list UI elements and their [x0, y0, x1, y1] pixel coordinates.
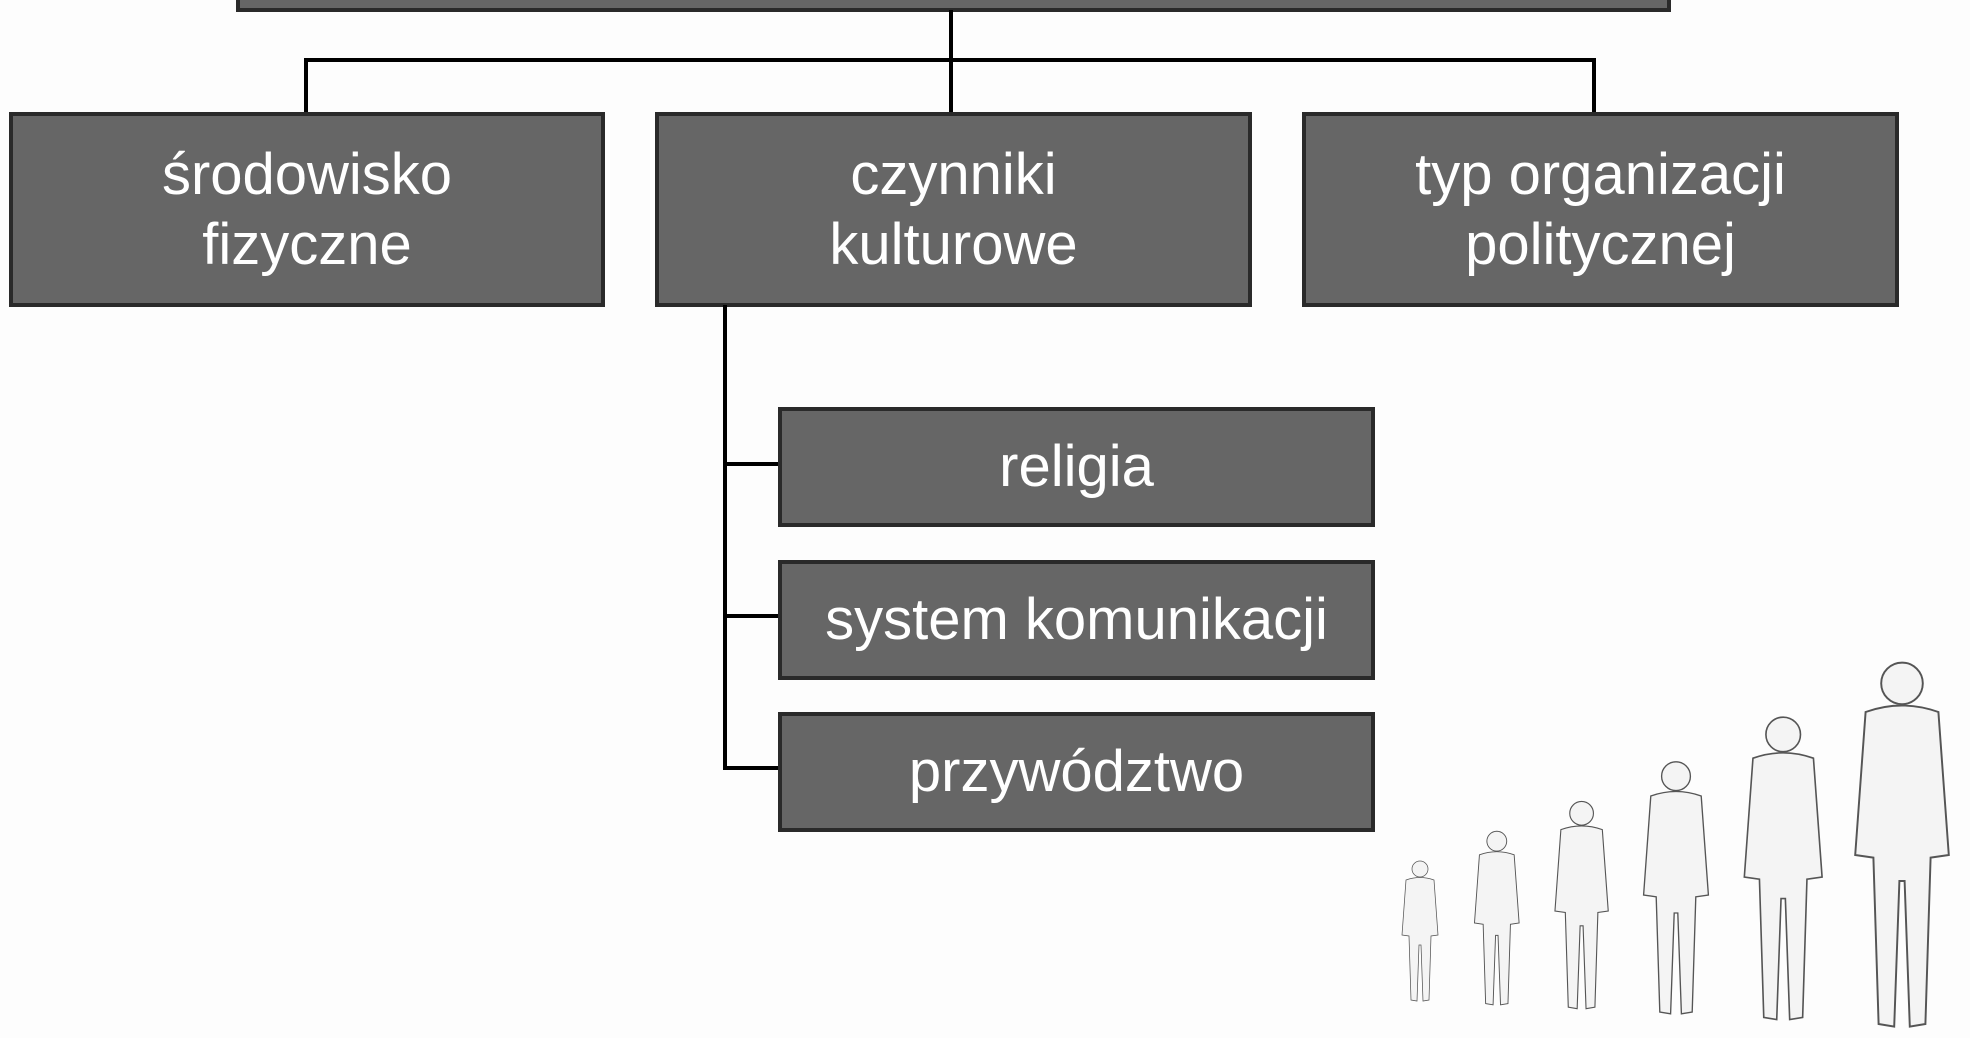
- connector-to-system: [723, 614, 780, 618]
- node-label: system komunikacji: [825, 587, 1328, 653]
- node-label: czynniki kulturowe: [829, 141, 1078, 277]
- connector-to-srodowisko: [304, 58, 308, 114]
- node-system-komunikacji: system komunikacji: [778, 560, 1375, 680]
- node-srodowisko-fizyczne: środowisko fizyczne: [9, 112, 605, 307]
- connector-to-typ: [1592, 58, 1596, 114]
- person-silhouette: [1642, 761, 1710, 1015]
- connector-to-przywodztwo: [723, 766, 780, 770]
- connector-root-vertical: [949, 10, 953, 62]
- person-silhouette: [1473, 830, 1520, 1006]
- person-silhouette: [1854, 661, 1950, 1028]
- node-typ-organizacji-politycznej: typ organizacji politycznej: [1302, 112, 1899, 307]
- connector-to-czynniki: [949, 58, 953, 114]
- node-religia: religia: [778, 407, 1375, 527]
- person-silhouette: [1554, 800, 1609, 1010]
- node-label: typ organizacji politycznej: [1415, 141, 1786, 277]
- node-label: przywództwo: [908, 739, 1245, 805]
- node-label: religia: [999, 434, 1154, 500]
- connector-to-religia: [723, 462, 780, 466]
- connector-czynniki-vertical: [723, 305, 727, 770]
- node-czynniki-kulturowe: czynniki kulturowe: [655, 112, 1252, 307]
- person-silhouette: [1743, 716, 1823, 1021]
- root-node-box: [236, 0, 1671, 12]
- person-silhouette: [1401, 860, 1439, 1002]
- node-label: środowisko fizyczne: [161, 141, 453, 277]
- silhouettes-of-growing-people-icon: [1401, 661, 1950, 1028]
- node-przywodztwo: przywództwo: [778, 712, 1375, 832]
